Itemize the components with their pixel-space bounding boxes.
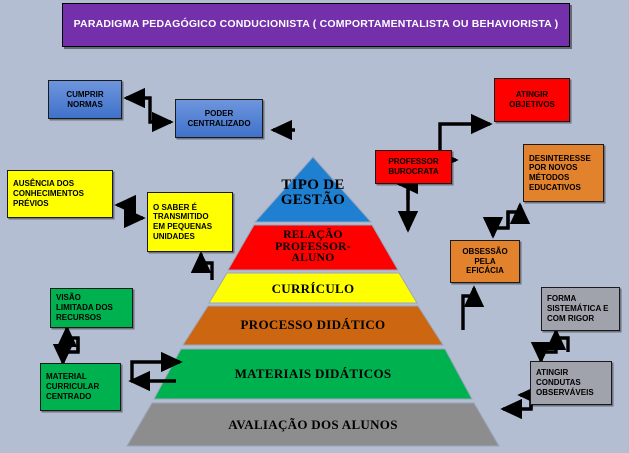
- arrow-cumprir-to-poder: [148, 108, 174, 133]
- callout-line: O SABER É: [153, 202, 198, 212]
- arrow-curriculo-to-saber: [190, 251, 214, 280]
- callout-line: PRÉVIOS: [13, 198, 49, 208]
- callout-line: PODER: [204, 108, 234, 118]
- callout-line: CONHECIMENTOS: [13, 189, 84, 199]
- callout-line: CURRICULAR: [46, 382, 100, 392]
- arrow-poder-to-cumprir: [123, 87, 152, 109]
- callout-line: PELA: [474, 256, 496, 266]
- callout-line: EFICÁCIA: [466, 266, 504, 276]
- pyramid-label-avaliacao-dos-alunos: AVALIAÇÃO DOS ALUNOS: [203, 417, 423, 432]
- pyramid-layer-processo-didatico: [182, 305, 444, 346]
- callout-line: EDUCATIVOS: [529, 182, 581, 192]
- pyramid-layer-materiais-didaticos: [153, 348, 473, 400]
- pyramid-label-processo-didatico: PROCESSO DIDÁTICO: [223, 317, 403, 332]
- callout-line: VISÃO: [56, 293, 81, 303]
- callout-line: OBSESSÃO: [462, 246, 508, 256]
- pyramid-layer-avaliacao-dos-alunos: [126, 402, 500, 447]
- callout-line: LIMITADA DOS: [56, 303, 113, 313]
- arrow-material-to-visao: [56, 325, 80, 352]
- pyramid-label-line: MATERIAIS DIDÁTICOS: [234, 366, 392, 381]
- callout-line: POR NOVOS: [529, 163, 578, 173]
- arrow-condutas-to-forma: [545, 328, 570, 352]
- callout-line: BUROCRATA: [388, 167, 439, 176]
- callout-line: CONDUTAS: [536, 378, 581, 388]
- callout-line: OBJETIVOS: [509, 100, 555, 109]
- arrow-visao-to-material: [52, 338, 80, 366]
- callout-line: UNIDADES: [153, 231, 195, 241]
- callout-line: PROFESSOR: [388, 157, 439, 167]
- pyramid-layer-curriculo: [208, 272, 418, 304]
- callout-line: OBSERVÁVEIS: [536, 387, 594, 397]
- pyramid-label-line: ALUNO: [291, 252, 335, 265]
- arrow-desinteresse-to-obsessao: [482, 212, 510, 239]
- pyramid-label-line: RELAÇÃO: [283, 229, 343, 241]
- callout-line: CENTRADO: [46, 391, 92, 401]
- arrow-processo-to-obsessao: [461, 285, 485, 330]
- arrow-condutas-to-avaliacao: [500, 395, 533, 420]
- pyramid-label-line: GESTÃO: [280, 192, 346, 209]
- pyramid-label-line: TIPO DE: [281, 177, 345, 193]
- arrow-material-to-layer: [130, 351, 183, 381]
- callout-line: RECURSOS: [56, 312, 102, 322]
- callout-line: CENTRALIZADO: [187, 118, 251, 128]
- arrow-relacao-to-burocrata: [396, 173, 419, 200]
- callout-line: COM RIGOR: [547, 313, 595, 323]
- arrow-obsessao-to-desinteresse: [506, 202, 531, 228]
- pyramid-label-line: AVALIAÇÃO DOS ALUNOS: [228, 417, 398, 432]
- arrow-forma-to-condutas: [530, 338, 558, 364]
- pyramid-label-curriculo: CURRÍCULO: [243, 281, 383, 296]
- pyramid-layer-tipo-de-gestao: [253, 156, 373, 223]
- callout-line: DESINTERESSE: [529, 153, 591, 163]
- callout-line: EM PEQUENAS: [153, 222, 213, 231]
- callout-line: TRANSMITIDO: [153, 212, 209, 222]
- arrow-ausencia-to-saber: [123, 205, 146, 229]
- pyramid-label-line: PROFESSOR-: [275, 240, 351, 253]
- callout-line: MATERIAL: [46, 372, 87, 382]
- callout-line: SISTEMÁTICA E: [547, 304, 609, 314]
- callout-line: AUSÊNCIA DOS: [13, 179, 75, 189]
- callout-line: MÉTODOS: [529, 173, 570, 182]
- page-title-text: PARADIGMA PEDAGÓGICO CONDUCIONISTA ( COM…: [73, 18, 559, 31]
- callout-line: CUMPRIR: [66, 89, 104, 99]
- callout-line: ATINGIR: [536, 368, 569, 378]
- pyramid-label-materiais-didaticos: MATERIAIS DIDÁTICOS: [213, 366, 413, 381]
- callout-line: ATINGIR: [515, 90, 549, 100]
- pyramid-layer-relacao-prof-aluno: [227, 224, 399, 271]
- pyramid-label-line: CURRÍCULO: [271, 281, 355, 296]
- callout-line: FORMA: [547, 294, 577, 304]
- callout-line: NORMAS: [67, 99, 103, 109]
- page-title: PARADIGMA PEDAGÓGICO CONDUCIONISTA ( COM…: [62, 3, 570, 47]
- pyramid-label-line: PROCESSO DIDÁTICO: [240, 317, 386, 332]
